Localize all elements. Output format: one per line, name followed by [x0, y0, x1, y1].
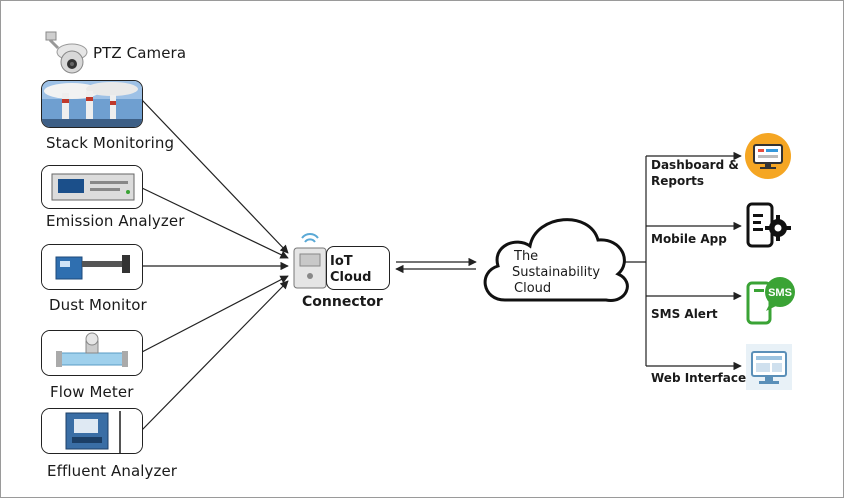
output-label-dashboard: Dashboard & Reports	[651, 158, 739, 188]
rack-analyzer-icon	[42, 166, 142, 208]
output-label-mobile: Mobile App	[651, 232, 727, 246]
cloud-label: The Sustainability Cloud	[512, 249, 601, 296]
iot-gateway-icon	[293, 233, 327, 289]
flow-meter-image	[41, 330, 143, 376]
source-label-dust: Dust Monitor	[49, 296, 147, 314]
source-label-effluent: Effluent Analyzer	[47, 462, 178, 480]
arrow-stack-to-connector	[141, 99, 289, 254]
effluent-analyzer-image	[41, 408, 143, 454]
arrow-effluent-to-connector	[141, 280, 289, 431]
source-label-ptz: PTZ Camera	[93, 44, 187, 62]
sms-phone-icon: SMS	[746, 277, 795, 325]
stack-monitoring-image	[41, 80, 143, 128]
arrow-flow-to-connector	[141, 275, 289, 353]
smokestack-icon	[42, 81, 142, 127]
effluent-analyzer-icon	[42, 409, 142, 453]
output-label-web: Web Interface	[651, 371, 747, 385]
sms-badge-text: SMS	[768, 287, 792, 299]
connector-title: IoT Cloud	[330, 254, 372, 285]
connector-caption: Connector	[302, 294, 383, 310]
emission-analyzer-image	[41, 165, 143, 209]
phone-gear-icon	[746, 202, 791, 248]
dust-monitor-image	[41, 244, 143, 290]
source-label-emission: Emission Analyzer	[46, 212, 185, 230]
source-label-flow: Flow Meter	[50, 383, 134, 401]
arrow-emission-to-connector	[141, 187, 289, 259]
cloud-icon	[483, 218, 629, 302]
ptz-camera-icon	[45, 31, 88, 74]
output-label-sms: SMS Alert	[651, 307, 718, 321]
web-monitor-icon	[746, 344, 792, 390]
source-label-stack: Stack Monitoring	[46, 134, 175, 152]
monitor-dashboard-icon	[745, 133, 791, 179]
dust-monitor-icon	[42, 245, 142, 289]
flow-meter-icon	[42, 331, 142, 375]
connector-box	[326, 246, 390, 290]
